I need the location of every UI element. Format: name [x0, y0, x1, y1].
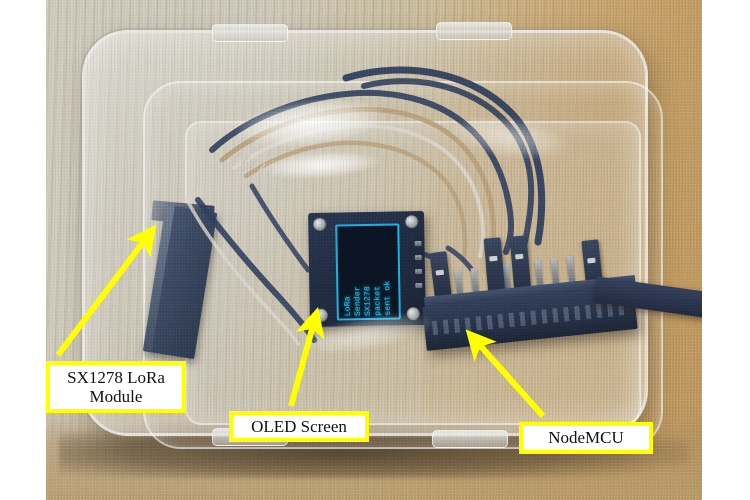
label-oled-screen: OLED Screen — [229, 411, 369, 442]
label-sx1278-line2: Module — [89, 387, 143, 406]
label-oled-screen-text: OLED Screen — [251, 416, 347, 436]
container-clip-top-left — [212, 24, 288, 42]
label-nodemcu-text: NodeMCU — [548, 428, 624, 448]
container-clip-bottom-right — [432, 430, 508, 448]
label-nodemcu: NodeMCU — [519, 422, 653, 454]
container-clip-top-right — [436, 22, 512, 40]
label-sx1278-lora-module-text: SX1278 LoRa Module — [67, 368, 165, 406]
label-sx1278-line1: SX1278 LoRa — [67, 367, 165, 387]
label-sx1278-lora-module: SX1278 LoRa Module — [46, 361, 186, 413]
